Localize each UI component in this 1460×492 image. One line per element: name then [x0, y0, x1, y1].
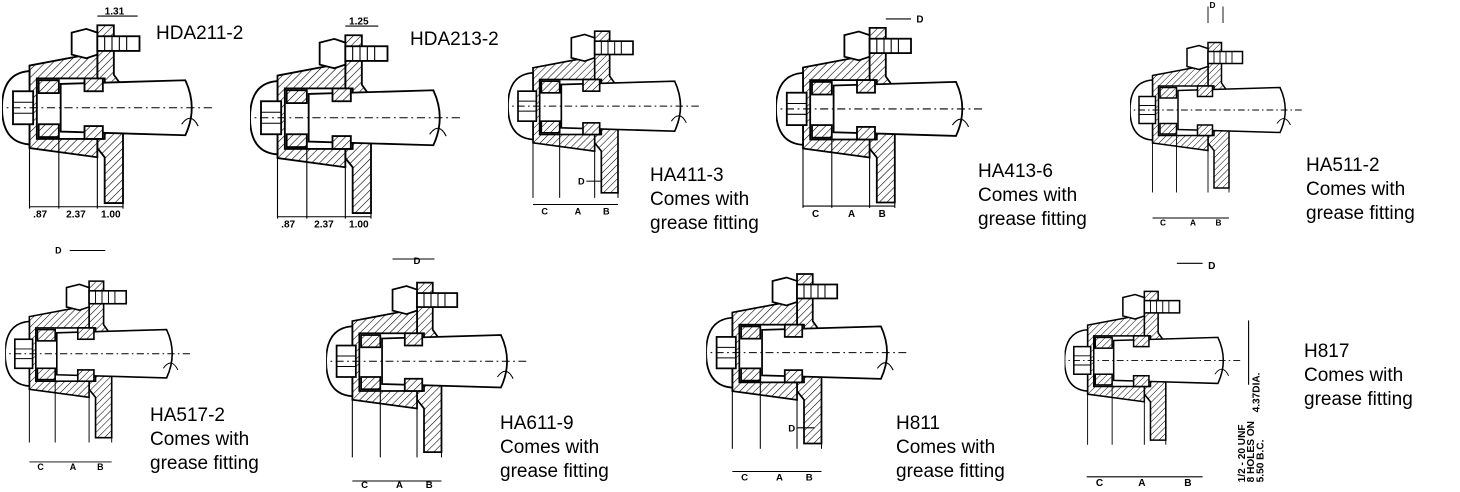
- note-line-1: Comes with: [150, 429, 250, 450]
- model-label: HA611-9 Comes with grease fitting: [500, 412, 609, 484]
- dim-d: D: [55, 246, 62, 256]
- dim-a: A: [776, 472, 783, 483]
- hub-drawing-hda213-2: 1.25 .87 2.37 1.00: [250, 14, 470, 238]
- dim-c: C: [37, 462, 44, 472]
- note-line-1: Comes with: [1304, 365, 1404, 386]
- hub-drawing-ha411-3: C A B D: [508, 16, 708, 228]
- hub-drawing-ha611-9: D C A B: [326, 252, 536, 491]
- model-name: HA517-2: [150, 405, 225, 426]
- bolt-spec-2: 8 HOLES ON: [1246, 421, 1257, 482]
- dim-top: 1.25: [349, 16, 369, 27]
- model-label: HA511-2 Comes with grease fitting: [1306, 154, 1415, 226]
- dim-d: D: [916, 15, 923, 26]
- model-label: H817 Comes with grease fitting: [1304, 340, 1413, 412]
- dim-top: 1.31: [105, 6, 125, 17]
- dim-b: B: [806, 472, 813, 483]
- note-line-2: grease fitting: [978, 209, 1087, 230]
- note-line-1: Comes with: [896, 437, 996, 458]
- model-label: HA517-2 Comes with grease fitting: [150, 404, 259, 476]
- dim-c: C: [741, 472, 748, 483]
- dim-a: A: [396, 480, 403, 491]
- dim-right: 1.00: [101, 210, 121, 221]
- dim-c: C: [361, 480, 368, 491]
- note-line-1: Comes with: [650, 189, 750, 210]
- hub-drawing-ha511-2: D C A B: [1130, 0, 1310, 228]
- model-label: HDA211-2: [156, 23, 244, 44]
- dim-d: D: [1210, 1, 1216, 10]
- dim-dia: 4.37DIA.: [1252, 372, 1263, 412]
- note-line-2: grease fitting: [650, 213, 759, 234]
- dim-d: D: [788, 423, 795, 434]
- dim-c: C: [1096, 478, 1104, 489]
- dim-a: A: [848, 209, 855, 220]
- dim-c: C: [541, 207, 548, 217]
- model-label: HA411-3 Comes with grease fitting: [650, 164, 759, 236]
- model-name: HA411-3: [650, 165, 724, 186]
- dim-a: A: [1190, 219, 1196, 228]
- note-line-1: Comes with: [500, 437, 600, 458]
- bolt-spec-3: 5.50 B.C.: [1255, 439, 1266, 482]
- dim-b: B: [426, 480, 433, 491]
- note-line-1: Comes with: [1306, 179, 1406, 200]
- model-name: HA413-6: [978, 161, 1053, 182]
- dim-right: 1.00: [349, 220, 369, 231]
- model-label: HA413-6 Comes with grease fitting: [978, 160, 1087, 232]
- model-label: H811 Comes with grease fitting: [896, 412, 1005, 484]
- model-label: HDA213-2: [410, 29, 499, 50]
- dim-d: D: [578, 177, 585, 187]
- dim-a: A: [70, 462, 77, 472]
- note-line-1: Comes with: [978, 185, 1078, 206]
- bolt-spec-1: 1/2 - 20 UNF: [1237, 424, 1248, 482]
- dim-b: B: [97, 462, 103, 472]
- dim-b: B: [603, 207, 610, 217]
- dim-left: .87: [33, 210, 47, 221]
- model-name: H817: [1304, 341, 1350, 362]
- dim-b: B: [1184, 478, 1191, 489]
- dim-d: D: [1208, 261, 1215, 272]
- hub-drawing-ha413-6: D C A B: [776, 6, 992, 228]
- dim-c: C: [1160, 219, 1166, 228]
- hub-drawing-h817: D 4.37DIA. 1/2 - 20 UNF 8 HOLES ON 5.50 …: [1064, 256, 1286, 489]
- note-line-2: grease fitting: [150, 453, 259, 474]
- dim-b: B: [879, 209, 886, 220]
- note-line-2: grease fitting: [896, 461, 1005, 482]
- dim-c: C: [812, 209, 819, 220]
- dim-left: .87: [281, 220, 295, 231]
- model-name: H811: [896, 413, 941, 434]
- note-line-2: grease fitting: [500, 461, 609, 482]
- hub-drawing-ha517-2: D C A B: [4, 244, 200, 472]
- model-name: HA611-9: [500, 413, 574, 434]
- dim-b: B: [1216, 219, 1222, 228]
- dim-a: A: [1138, 478, 1146, 489]
- dim-a: A: [575, 207, 582, 217]
- note-line-2: grease fitting: [1306, 203, 1415, 224]
- hub-drawing-hda211-2: 1.31 .87 2.37 1.00: [2, 6, 222, 226]
- dim-mid: 2.37: [314, 220, 334, 231]
- hub-drawing-h811: D C A B: [706, 260, 916, 483]
- dim-mid: 2.37: [66, 210, 86, 221]
- model-name: HA511-2: [1306, 155, 1380, 176]
- note-line-2: grease fitting: [1304, 389, 1413, 410]
- dim-d: D: [414, 256, 421, 267]
